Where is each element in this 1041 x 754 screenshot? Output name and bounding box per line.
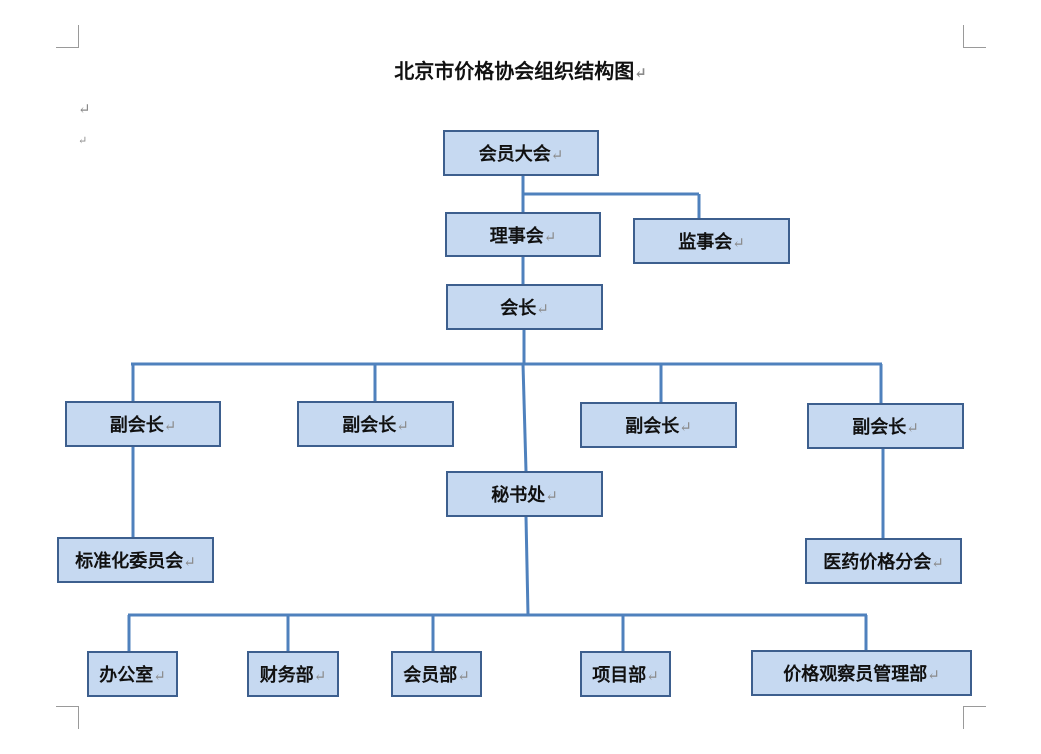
crop-mark-top-left	[56, 25, 79, 48]
node-secretariat: 秘书处	[446, 471, 603, 517]
node-project-dept: 项目部	[580, 651, 671, 697]
node-standardization-committee: 标准化委员会	[57, 537, 214, 583]
node-supervisory-board: 监事会	[633, 218, 790, 264]
connector-to-secretariat	[521, 363, 528, 472]
crop-mark-bottom-right	[963, 706, 986, 729]
crop-mark-bottom-left	[56, 706, 79, 729]
node-vice-president-2: 副会长	[297, 401, 454, 447]
node-finance-dept: 财务部	[247, 651, 339, 697]
node-membership-dept: 会员部	[391, 651, 482, 697]
node-president: 会长	[446, 284, 603, 330]
node-general-assembly: 会员大会	[443, 130, 599, 176]
node-office: 办公室	[87, 651, 178, 697]
crop-mark-top-right	[963, 25, 986, 48]
node-council: 理事会	[445, 212, 601, 257]
node-vice-president-4: 副会长	[807, 403, 964, 449]
node-vice-president-1: 副会长	[65, 401, 221, 447]
paragraph-mark-icon: ↵	[78, 134, 88, 147]
node-price-observer-dept: 价格观察员管理部	[751, 650, 972, 696]
node-medical-price-branch: 医药价格分会	[805, 538, 962, 584]
page-title: 北京市价格协会组织结构图↵	[394, 59, 647, 83]
paragraph-mark-icon: ↵	[634, 64, 647, 82]
node-vice-president-3: 副会长	[580, 402, 737, 448]
paragraph-mark-icon: ↵	[78, 100, 91, 118]
connector-secretariat-bus	[524, 516, 530, 616]
